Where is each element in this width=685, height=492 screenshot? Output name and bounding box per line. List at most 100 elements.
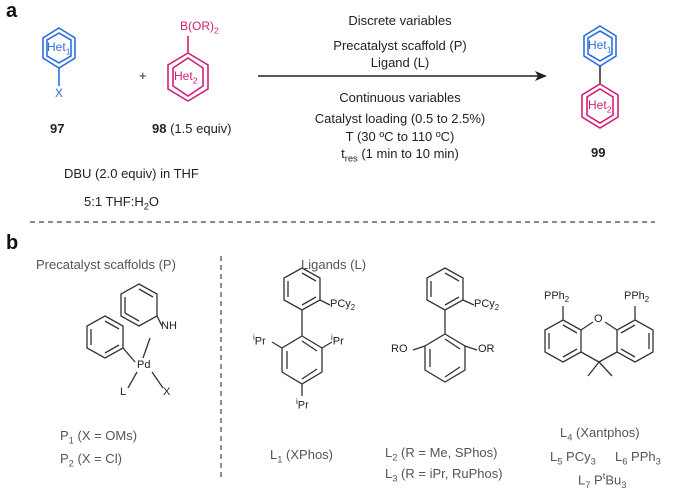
l7-rest-subscript: 3 <box>621 479 627 490</box>
xphos-ipr-right-sup: i <box>331 333 333 342</box>
boronic-text: B(OR) <box>180 19 214 33</box>
l7-rest: P <box>590 472 603 488</box>
x-atom: X <box>163 386 171 398</box>
xphos-ipr-left: iPr <box>253 333 266 348</box>
xphos-ipr-bottom-sup: i <box>296 397 298 406</box>
l2-main: L <box>385 445 393 460</box>
discrete-item-2: Ligand (L) <box>370 55 430 70</box>
solvent-conditions: 5:1 THF:H2O <box>84 194 159 212</box>
p1-main: P <box>60 428 69 443</box>
l6-subscript: 6 <box>622 456 628 467</box>
l6-rest-subscript: 3 <box>655 456 661 467</box>
pd-atom: Pd <box>137 359 151 371</box>
l3-label: L3 (R = iPr, RuPhos) <box>385 466 503 484</box>
compound-98-label: 98 (1.5 equiv) <box>152 121 232 136</box>
product-het2-subscript: 2 <box>606 104 612 115</box>
l5-rest-subscript: 3 <box>590 456 596 467</box>
l-atom: L <box>120 386 127 398</box>
l5-label: L5 PCy3 <box>550 449 596 467</box>
tres-subscript: res <box>344 153 358 164</box>
l1-rest: (XPhos) <box>282 447 334 462</box>
product-het2-text: Het <box>588 98 607 112</box>
precatalyst-structure <box>86 283 164 389</box>
het2-text: Het <box>174 69 193 83</box>
continuous-item-2: T (30 ºC to 110 ºC) <box>345 129 455 144</box>
ligands-title: Ligands (L) <box>301 257 367 272</box>
p2-main: P <box>60 451 69 466</box>
solvent-subscript: 2 <box>143 201 149 212</box>
l2-rest: (R = Me, SPhos) <box>397 445 498 460</box>
l3-rest: (R = iPr, RuPhos) <box>397 466 503 481</box>
product-het2-label: Het2 <box>588 98 611 114</box>
het2-boronic-ring <box>167 52 209 102</box>
l6-main: L <box>615 449 623 464</box>
product-het1-subscript: 1 <box>606 44 612 55</box>
het1-reactant-ring <box>42 27 76 86</box>
xantphos-structure <box>544 306 654 377</box>
l7-rest-superscript: t <box>602 471 606 481</box>
xphos-ipr-right-text: Pr <box>332 335 344 348</box>
xphos-ipr-left-text: Pr <box>254 335 266 348</box>
l3-main: L <box>385 466 393 481</box>
reaction-arrow <box>258 71 547 81</box>
panel-b-label: b <box>6 232 19 254</box>
continuous-item-1: Catalyst loading (0.5 to 2.5%) <box>314 111 486 126</box>
l6-rest: PPh <box>627 449 656 464</box>
compound-98-equiv: (1.5 equiv) <box>170 121 232 136</box>
sphos-or: OR <box>478 343 495 355</box>
continuous-item-3: tres (1 min to 10 min) <box>341 146 459 164</box>
sphos-pcy-subscript: 2 <box>494 303 500 313</box>
p1-label: P1 (X = OMs) <box>60 428 137 446</box>
l2-subscript: 2 <box>392 452 398 463</box>
l7-main: L <box>578 472 586 488</box>
plus-sign: + <box>139 68 147 83</box>
xant-right-text: PPh <box>624 290 645 302</box>
xantphos-pph2-right: PPh2 <box>624 290 649 304</box>
xphos-ipr-left-sup: i <box>253 333 255 342</box>
compound-99-number: 99 <box>591 145 606 160</box>
p1-subscript: 1 <box>68 435 74 446</box>
l1-main: L <box>270 447 278 462</box>
xantphos-pph2-left: PPh2 <box>544 290 569 304</box>
product-het2-ring <box>581 83 619 129</box>
p2-rest: (X = Cl) <box>73 451 122 466</box>
xphos-pcy-subscript: 2 <box>350 303 356 313</box>
l6-label: L6 PPh3 <box>615 449 661 467</box>
sphos-pcy-text: PCy <box>474 298 495 310</box>
xantphos-oxygen: O <box>594 313 603 325</box>
x-substituent: X <box>55 86 64 100</box>
xphos-ipr-bottom: iPr <box>296 397 309 412</box>
precatalyst-title: Precatalyst scaffolds (P) <box>36 257 176 272</box>
compound-97-number: 97 <box>50 121 65 136</box>
xphos-ipr-right: iPr <box>331 333 344 348</box>
solvent-prefix: 5:1 THF:H <box>84 194 144 209</box>
l1-subscript: 1 <box>277 454 283 465</box>
boronic-subscript: 2 <box>214 25 219 36</box>
l5-subscript: 5 <box>557 456 563 467</box>
xant-left-text: PPh <box>544 290 565 302</box>
sphos-structure <box>412 267 478 383</box>
l5-main: L <box>550 449 558 464</box>
p2-label: P2 (X = Cl) <box>60 451 122 469</box>
continuous-header: Continuous variables <box>339 90 461 105</box>
xphos-pcy-text: PCy <box>330 298 351 310</box>
xant-right-subscript: 2 <box>644 295 650 305</box>
het1-text: Het <box>47 40 66 54</box>
l3-subscript: 3 <box>392 473 398 484</box>
discrete-item-1: Precatalyst scaffold (P) <box>333 38 467 53</box>
p2-subscript: 2 <box>68 458 74 469</box>
het2-subscript: 2 <box>192 75 198 86</box>
xant-left-subscript: 2 <box>564 295 570 305</box>
tres-main: t <box>341 146 345 161</box>
xphos-ipr-bottom-text: Pr <box>297 399 309 412</box>
l4-main: L <box>560 425 568 440</box>
l7-label: L7 PtBu3 <box>578 471 626 490</box>
het2-label: Het2 <box>174 69 197 85</box>
sphos-pcy2: PCy2 <box>474 298 499 312</box>
het1-subscript: 1 <box>65 46 71 57</box>
nh-atom: NH <box>161 320 177 332</box>
l7-subscript: 7 <box>585 479 591 490</box>
xphos-structure <box>271 267 333 396</box>
l1-label: L1 (XPhos) <box>270 447 333 465</box>
base-conditions: DBU (2.0 equiv) in THF <box>64 166 199 181</box>
